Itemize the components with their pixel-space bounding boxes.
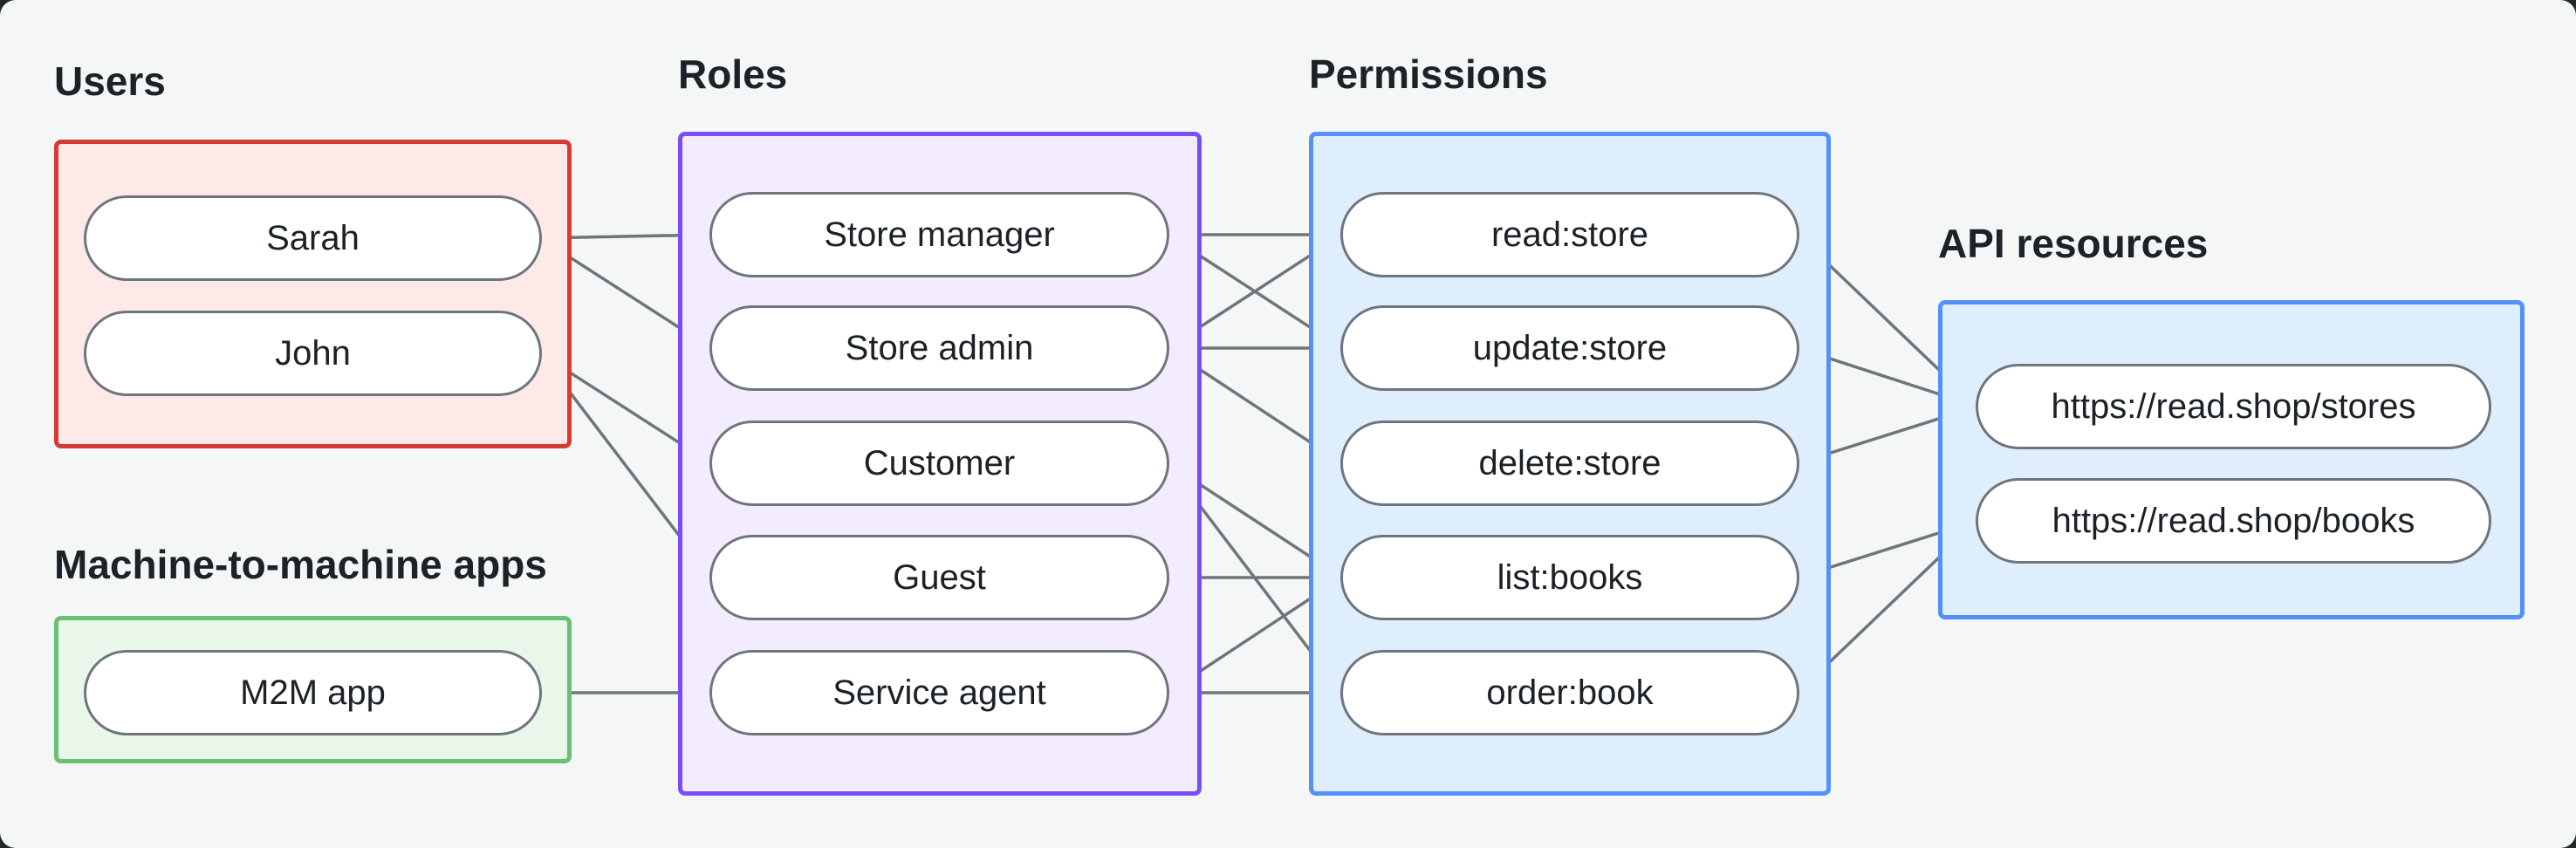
node-pill-m2m_app: M2M app (84, 650, 542, 735)
node-pill-customer: Customer (709, 421, 1169, 506)
section-label-m2m: Machine-to-machine apps (54, 542, 547, 587)
node-pill-john: John (84, 311, 542, 396)
node-pill-service_agent: Service agent (709, 650, 1169, 735)
node-pill-guest: Guest (709, 535, 1169, 620)
section-box-users (54, 140, 572, 448)
node-pill-read_store: read:store (1340, 192, 1799, 277)
node-pill-sarah: Sarah (84, 195, 542, 281)
section-label-users: Users (54, 58, 166, 104)
section-label-roles: Roles (678, 51, 788, 97)
section-box-api (1938, 300, 2525, 619)
section-label-permissions: Permissions (1309, 51, 1548, 97)
node-pill-store_manager: Store manager (709, 192, 1169, 277)
node-pill-list_books: list:books (1340, 535, 1799, 620)
node-pill-books_api: https://read.shop/books (1976, 478, 2491, 564)
node-pill-order_book: order:book (1340, 650, 1799, 735)
node-pill-update_store: update:store (1340, 305, 1799, 391)
node-pill-delete_store: delete:store (1340, 421, 1799, 506)
section-label-api: API resources (1938, 221, 2209, 266)
node-pill-stores_api: https://read.shop/stores (1976, 364, 2491, 449)
node-pill-store_admin: Store admin (709, 305, 1169, 391)
